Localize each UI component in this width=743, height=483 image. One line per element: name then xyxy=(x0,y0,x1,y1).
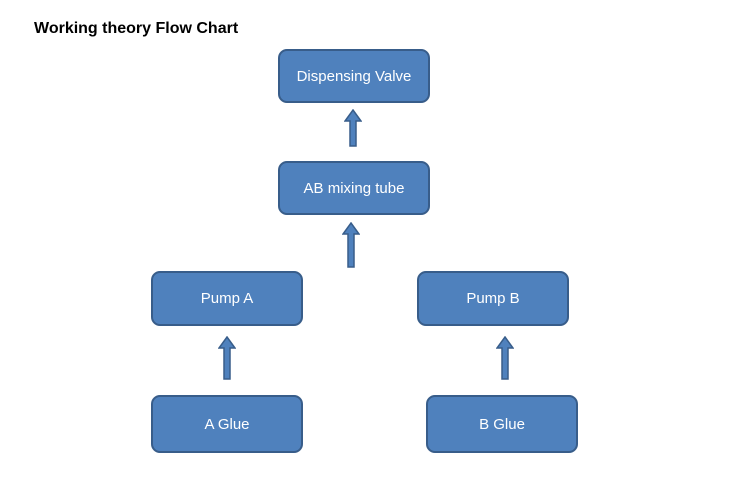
chart-title: Working theory Flow Chart xyxy=(34,20,239,37)
node-dispensing-valve: Dispensing Valve xyxy=(278,49,430,103)
arrow-a-glue-to-pump-a xyxy=(218,336,236,380)
arrow-b-glue-to-pump-b xyxy=(496,336,514,380)
node-pump-a: Pump A xyxy=(151,271,303,326)
node-ab-mixing-tube: AB mixing tube xyxy=(278,161,430,215)
node-pump-b: Pump B xyxy=(417,271,569,326)
node-a-glue: A Glue xyxy=(151,395,303,453)
arrow-pumps-to-mixing xyxy=(342,222,360,268)
arrow-mixing-to-valve xyxy=(344,109,362,147)
node-b-glue: B Glue xyxy=(426,395,578,453)
